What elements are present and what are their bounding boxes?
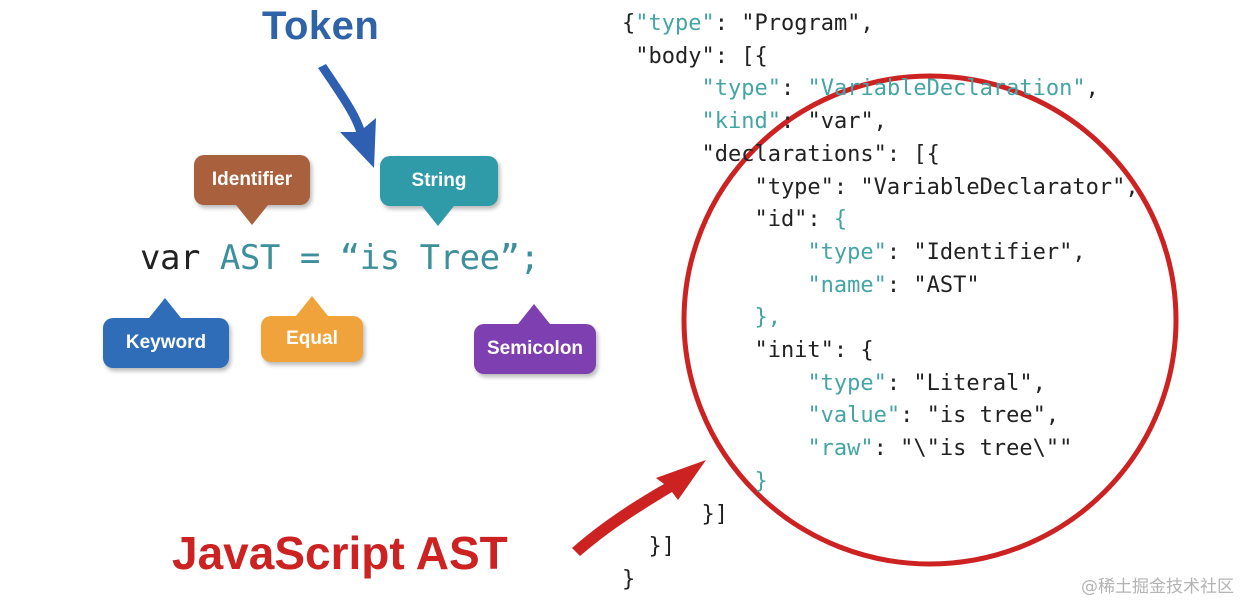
json-key-token: "type" <box>635 11 715 36</box>
source-code-line: var AST = “is Tree”; <box>140 238 540 278</box>
code-semicolon: ; <box>519 238 540 278</box>
json-text-token <box>622 76 701 101</box>
json-text-token: : "Program", <box>714 11 874 36</box>
token-arrow <box>318 64 376 168</box>
json-line: } <box>622 564 1139 597</box>
json-line: "kind": "var", <box>622 106 1139 139</box>
json-text-token <box>622 240 807 265</box>
json-text-token: : "AST" <box>886 272 980 298</box>
json-text-token: , <box>1085 76 1099 102</box>
json-line: "init": { <box>622 335 1139 368</box>
json-text-token <box>622 109 701 134</box>
keyword-bubble-label: Keyword <box>125 332 207 353</box>
json-key-token: "name" <box>807 272 887 298</box>
json-line: "type": "VariableDeclaration", <box>622 73 1139 106</box>
json-text-token <box>622 371 807 396</box>
json-text-token: : "\"is tree\"" <box>873 436 1073 462</box>
json-line: "name": "AST" <box>622 270 1139 303</box>
json-text-token: "init": { <box>622 338 874 364</box>
json-line: "id": { <box>622 204 1139 237</box>
json-key-token: }, <box>754 305 781 331</box>
json-key-token: "VariableDeclaration" <box>807 76 1086 102</box>
json-line: "raw": "\"is tree\"" <box>622 433 1139 466</box>
json-key-token: "type" <box>701 76 781 102</box>
equal-bubble-label: Equal <box>286 328 338 349</box>
json-text-token: : "Literal", <box>886 370 1046 396</box>
json-text-token <box>622 403 807 428</box>
json-text-token: }] <box>622 501 728 527</box>
code-keyword: var <box>140 238 200 278</box>
json-line: } <box>622 466 1139 499</box>
json-key-token: "type" <box>807 239 887 265</box>
json-line: }] <box>622 499 1139 532</box>
json-text-token: "declarations": [{ <box>622 141 940 167</box>
json-key-token: "type" <box>807 370 887 396</box>
json-key-token: "raw" <box>807 436 874 462</box>
token-title: Token <box>262 4 380 48</box>
json-text-token: "id": <box>622 207 834 233</box>
json-line: {"type": "Program", <box>622 8 1139 41</box>
identifier-bubble-tail <box>236 205 268 225</box>
json-line: "type": "Literal", <box>622 368 1139 401</box>
json-key-token: "value" <box>807 403 901 429</box>
code-equal: = <box>299 238 320 278</box>
string-bubble-tail <box>422 206 454 226</box>
keyword-bubble-tail <box>149 298 181 318</box>
json-text-token <box>622 273 807 298</box>
string-bubble-label: String <box>411 170 467 191</box>
json-text-token <box>622 305 754 330</box>
watermark: @稀土掘金技术社区 <box>1081 577 1234 597</box>
semicolon-bubble: Semicolon <box>474 304 596 374</box>
json-line: "type": "Identifier", <box>622 237 1139 270</box>
json-text-token <box>622 436 807 461</box>
semicolon-bubble-label: Semicolon <box>486 338 584 359</box>
code-string: “is Tree” <box>339 238 520 278</box>
json-text-token: "type": "VariableDeclarator", <box>622 174 1139 200</box>
json-text-token: : <box>780 76 808 102</box>
identifier-bubble: Identifier <box>194 155 310 225</box>
identifier-bubble-label: Identifier <box>211 169 293 190</box>
json-text-token: : "Identifier", <box>886 239 1086 265</box>
json-text-token: } <box>622 566 636 592</box>
equal-bubble: Equal <box>261 296 363 362</box>
keyword-bubble: Keyword <box>103 298 229 368</box>
json-key-token: } <box>754 468 768 494</box>
string-bubble: String <box>380 156 498 226</box>
json-key-token: "kind" <box>701 109 781 135</box>
javascript-ast-label: JavaScript AST <box>172 527 508 579</box>
json-text-token: "body": [{ <box>622 43 768 69</box>
code-identifier: AST <box>219 238 280 278</box>
json-text-token: : "var", <box>780 109 887 135</box>
json-text-token: { <box>622 11 636 36</box>
json-line: "type": "VariableDeclarator", <box>622 172 1139 205</box>
json-text-token <box>622 469 754 494</box>
ast-json-block: {"type": "Program", "body": [{ "type": "… <box>622 8 1139 597</box>
json-text-token: }] <box>622 534 675 560</box>
json-line: "value": "is tree", <box>622 400 1139 433</box>
semicolon-bubble-tail <box>518 304 550 324</box>
equal-bubble-tail <box>296 296 328 316</box>
json-key-token: { <box>833 207 848 233</box>
json-line: }] <box>622 531 1139 564</box>
json-line: }, <box>622 302 1139 335</box>
json-text-token: : "is tree", <box>900 403 1060 429</box>
json-line: "declarations": [{ <box>622 139 1139 172</box>
json-line: "body": [{ <box>622 41 1139 74</box>
